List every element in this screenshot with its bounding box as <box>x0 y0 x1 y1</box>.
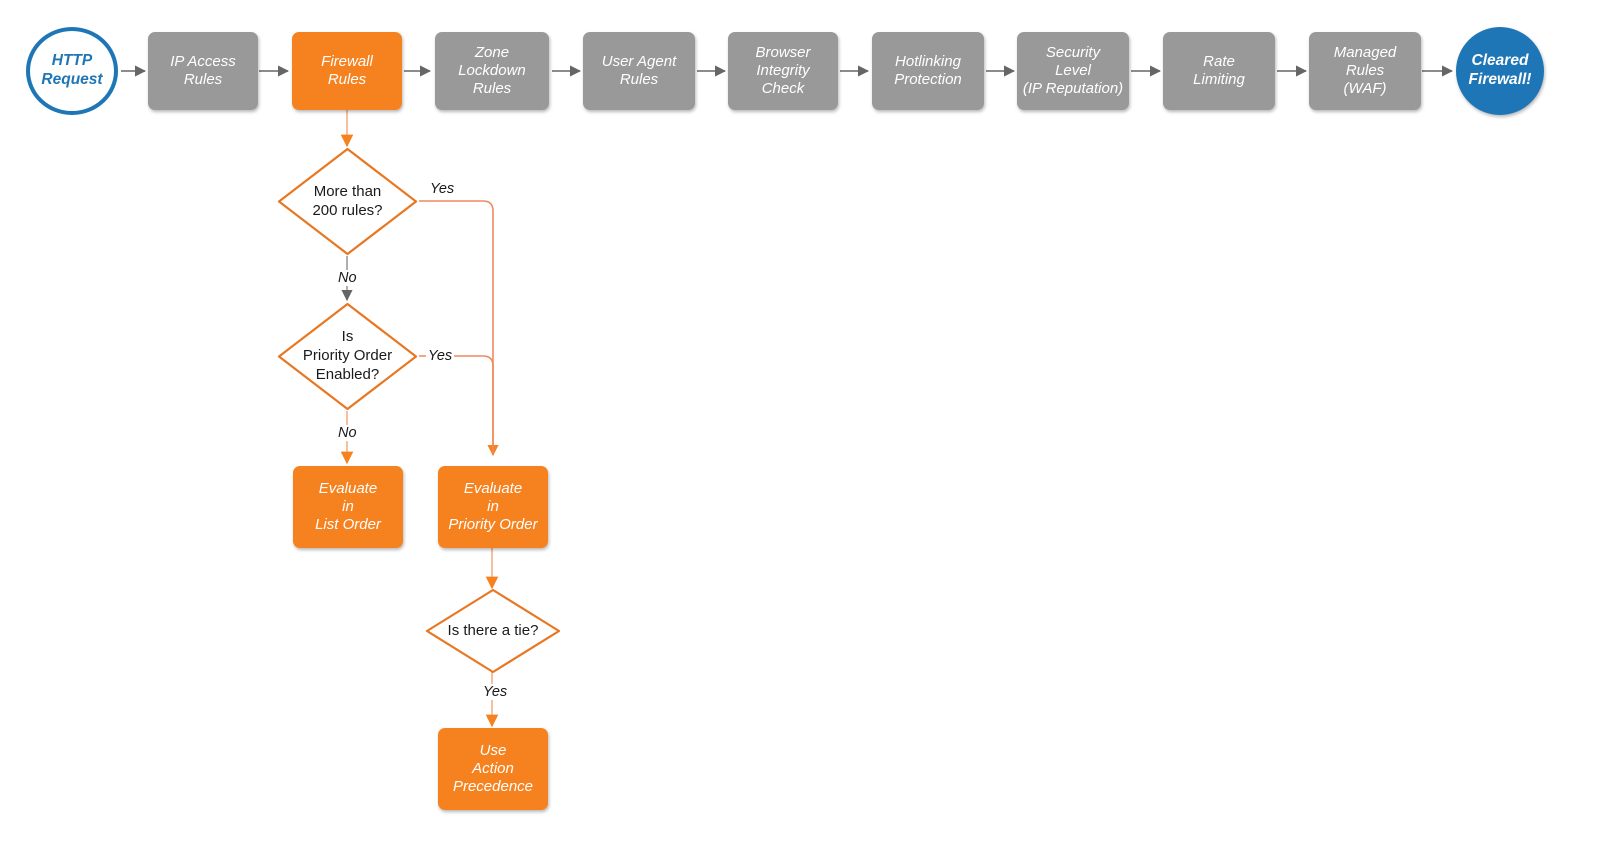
text-line: Evaluate <box>463 479 523 497</box>
edge-label-priority-order-no: No <box>336 425 359 441</box>
node-use-action-precedence[interactable]: Use Action Precedence <box>438 728 548 810</box>
decision-is-priority-order-enabled[interactable]: Is Priority Order Enabled? <box>277 302 418 411</box>
text-line: Rules <box>619 71 659 88</box>
edge-more-than-200-yes <box>419 200 499 457</box>
edge-label-priority-order-yes: Yes <box>426 348 455 364</box>
node-firewall-rules[interactable]: Firewall Rules <box>292 32 402 110</box>
text-line: Protection <box>894 71 962 88</box>
node-firewall-rules-label: Firewall Rules <box>321 53 373 90</box>
node-managed-rules-waf-label: Managed Rules (WAF) <box>1334 44 1397 99</box>
decision-is-priority-order-enabled-label: Is Priority Order Enabled? <box>277 302 418 411</box>
text-line: Zone <box>474 43 510 61</box>
node-rate-limiting-label: Rate Limiting <box>1193 53 1245 90</box>
text-line: Evaluate <box>318 479 378 497</box>
node-ip-access-rules-label: IP Access Rules <box>170 53 236 90</box>
text-line: User Agent <box>601 52 677 70</box>
text-line: Priority Order <box>448 516 538 534</box>
text-line: Is there a tie? <box>447 621 539 639</box>
node-evaluate-in-priority-order[interactable]: Evaluate in Priority Order <box>438 466 548 548</box>
diamond-shape <box>277 302 418 411</box>
text-line: in <box>487 497 499 515</box>
node-ip-access-rules[interactable]: IP Access Rules <box>148 32 258 110</box>
text-line: Rules <box>1345 61 1385 79</box>
node-managed-rules-waf[interactable]: Managed Rules (WAF) <box>1309 32 1421 110</box>
text-line: Browser <box>755 43 811 61</box>
node-evaluate-in-list-order-label: Evaluate in List Order <box>315 480 381 535</box>
node-security-level-label: Security Level (IP Reputation) <box>1023 44 1123 99</box>
text-line: Managed <box>1333 43 1397 61</box>
text-line: (WAF) <box>1343 80 1387 98</box>
text-line: HTTP <box>51 52 93 70</box>
decision-is-there-a-tie-label: Is there a tie? <box>425 588 561 674</box>
diamond-shape <box>277 147 418 256</box>
text-line: Priority Order <box>302 347 393 365</box>
edge-label-tie-yes: Yes <box>481 684 510 700</box>
text-line: Check <box>761 80 805 98</box>
node-rate-limiting[interactable]: Rate Limiting <box>1163 32 1275 110</box>
decision-more-than-200-rules-label: More than 200 rules? <box>277 147 418 256</box>
node-browser-integrity-check[interactable]: Browser Integrity Check <box>728 32 838 110</box>
node-http-request[interactable]: HTTP Request <box>26 27 118 115</box>
node-zone-lockdown-rules[interactable]: Zone Lockdown Rules <box>435 32 549 110</box>
text-line: Precedence <box>452 778 534 796</box>
text-line: List Order <box>315 516 381 534</box>
text-line: Lockdown <box>458 61 526 79</box>
node-security-level[interactable]: Security Level (IP Reputation) <box>1017 32 1129 110</box>
text-line: Rate <box>1203 52 1235 70</box>
text-line: Use <box>479 741 507 759</box>
node-evaluate-in-priority-order-label: Evaluate in Priority Order <box>448 480 537 535</box>
text-line: Rules <box>472 80 512 98</box>
node-browser-integrity-check-label: Browser Integrity Check <box>755 44 810 99</box>
text-line: Firewall! <box>1468 71 1532 88</box>
text-line: IP Access <box>170 52 236 70</box>
text-line: Level <box>1055 61 1091 79</box>
text-line: Rules <box>327 71 367 88</box>
text-line: Security <box>1045 43 1101 61</box>
node-zone-lockdown-rules-label: Zone Lockdown Rules <box>458 44 526 99</box>
text-line: Is <box>341 328 354 346</box>
node-hotlinking-protection-label: Hotlinking Protection <box>894 53 962 90</box>
text-line: Cleared <box>1471 52 1529 70</box>
decision-more-than-200-rules[interactable]: More than 200 rules? <box>277 147 418 256</box>
node-user-agent-rules[interactable]: User Agent Rules <box>583 32 695 110</box>
text-line: Request <box>41 71 103 88</box>
node-use-action-precedence-label: Use Action Precedence <box>453 742 533 797</box>
text-line: (IP Reputation) <box>1022 80 1124 98</box>
text-line: Integrity <box>756 61 810 79</box>
edge-label-more-than-200-no: No <box>336 270 359 286</box>
decision-is-there-a-tie[interactable]: Is there a tie? <box>425 588 561 674</box>
text-line: Enabled? <box>315 365 380 383</box>
edge-label-more-than-200-yes: Yes <box>428 181 457 197</box>
text-line: in <box>342 497 354 515</box>
node-cleared-firewall-label: Cleared Firewall! <box>1469 52 1532 90</box>
text-line: Action <box>472 759 514 777</box>
text-line: Limiting <box>1193 71 1245 88</box>
text-line: 200 rules? <box>312 201 383 219</box>
node-hotlinking-protection[interactable]: Hotlinking Protection <box>872 32 984 110</box>
text-line: Firewall <box>321 52 373 70</box>
node-cleared-firewall[interactable]: Cleared Firewall! <box>1456 27 1544 115</box>
node-evaluate-in-list-order[interactable]: Evaluate in List Order <box>293 466 403 548</box>
node-user-agent-rules-label: User Agent Rules <box>602 53 676 90</box>
diamond-shape <box>425 588 561 674</box>
text-line: Rules <box>183 71 223 88</box>
text-line: Hotlinking <box>895 52 961 70</box>
node-http-request-label: HTTP Request <box>41 52 102 90</box>
edge-priority-order-yes <box>419 355 494 455</box>
text-line: More than <box>313 182 382 200</box>
